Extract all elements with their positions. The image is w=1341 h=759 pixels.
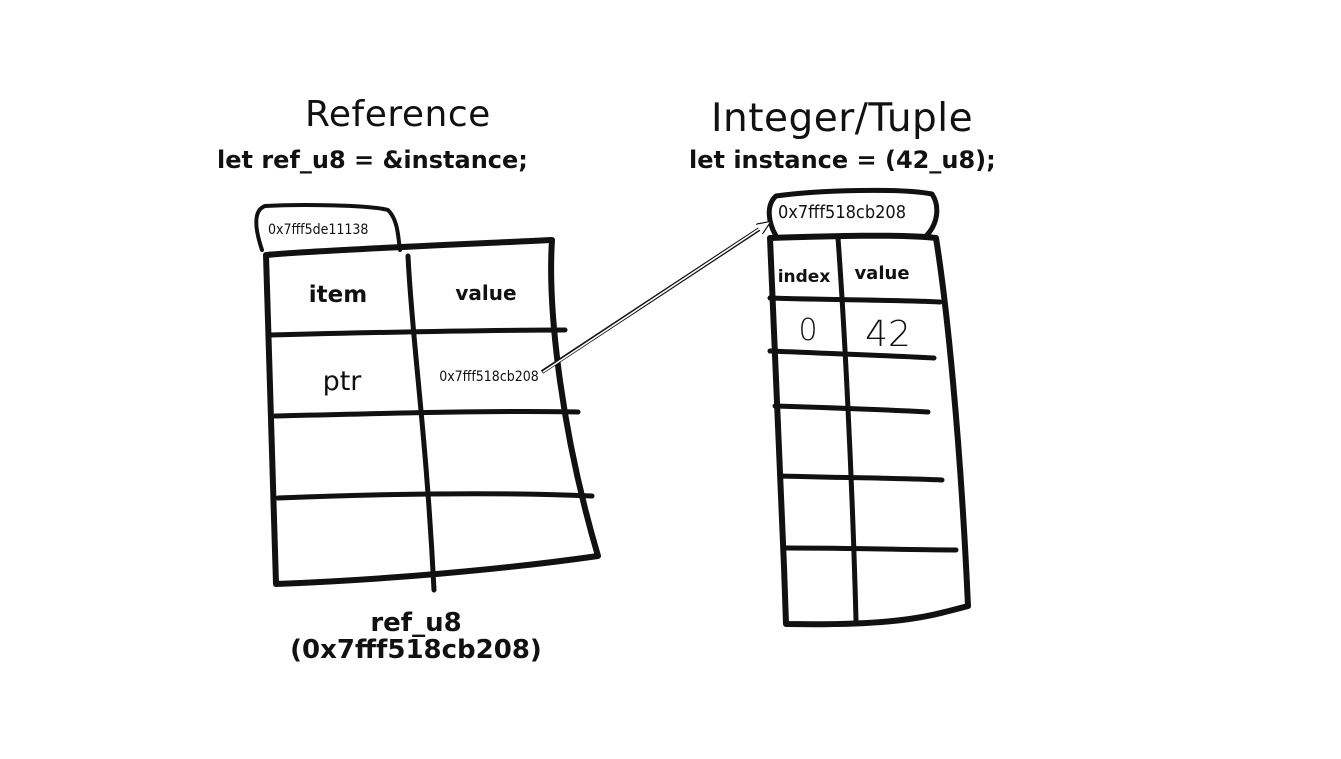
reference-row-line <box>272 408 581 419</box>
tuple-table-border <box>767 232 971 628</box>
reference-variable-address: (0x7fff518cb208) <box>290 635 542 665</box>
reference-header-item: item <box>309 282 367 308</box>
tuple-address-tab <box>766 187 940 239</box>
reference-address: 0x7fff5de11138 <box>268 222 368 238</box>
reference-row-value: 0x7fff518cb208 <box>439 369 539 385</box>
tuple-header-value: value <box>854 263 909 284</box>
reference-table-border <box>263 237 601 587</box>
reference-code: let ref_u8 = &instance; <box>217 146 528 174</box>
reference-header-value: value <box>455 281 516 305</box>
reference-title: Reference <box>305 94 491 135</box>
pointer-arrow <box>540 220 770 374</box>
tuple-column-divider <box>835 235 859 623</box>
reference-address-tab <box>254 203 402 252</box>
tuple-table <box>766 187 971 628</box>
reference-column-divider <box>405 253 437 593</box>
tuple-row-line <box>767 348 937 361</box>
reference-row-line <box>275 491 595 501</box>
tuple-row-line <box>783 545 959 553</box>
tuple-row-value: 42 <box>865 314 911 355</box>
tuple-header-index: index <box>778 267 831 287</box>
reference-variable-name: ref_u8 <box>370 608 461 638</box>
tuple-row-line <box>777 473 945 483</box>
reference-table <box>254 203 601 593</box>
reference-row-item: ptr <box>323 366 363 397</box>
tuple-row-index: 0 <box>798 313 817 348</box>
reference-row-line <box>267 327 568 338</box>
tuple-row-line <box>767 295 943 305</box>
tuple-code: let instance = (42_u8); <box>689 146 996 174</box>
tuple-address: 0x7fff518cb208 <box>778 202 906 223</box>
tuple-title: Integer/Tuple <box>711 96 974 141</box>
tuple-row-line <box>772 403 931 415</box>
